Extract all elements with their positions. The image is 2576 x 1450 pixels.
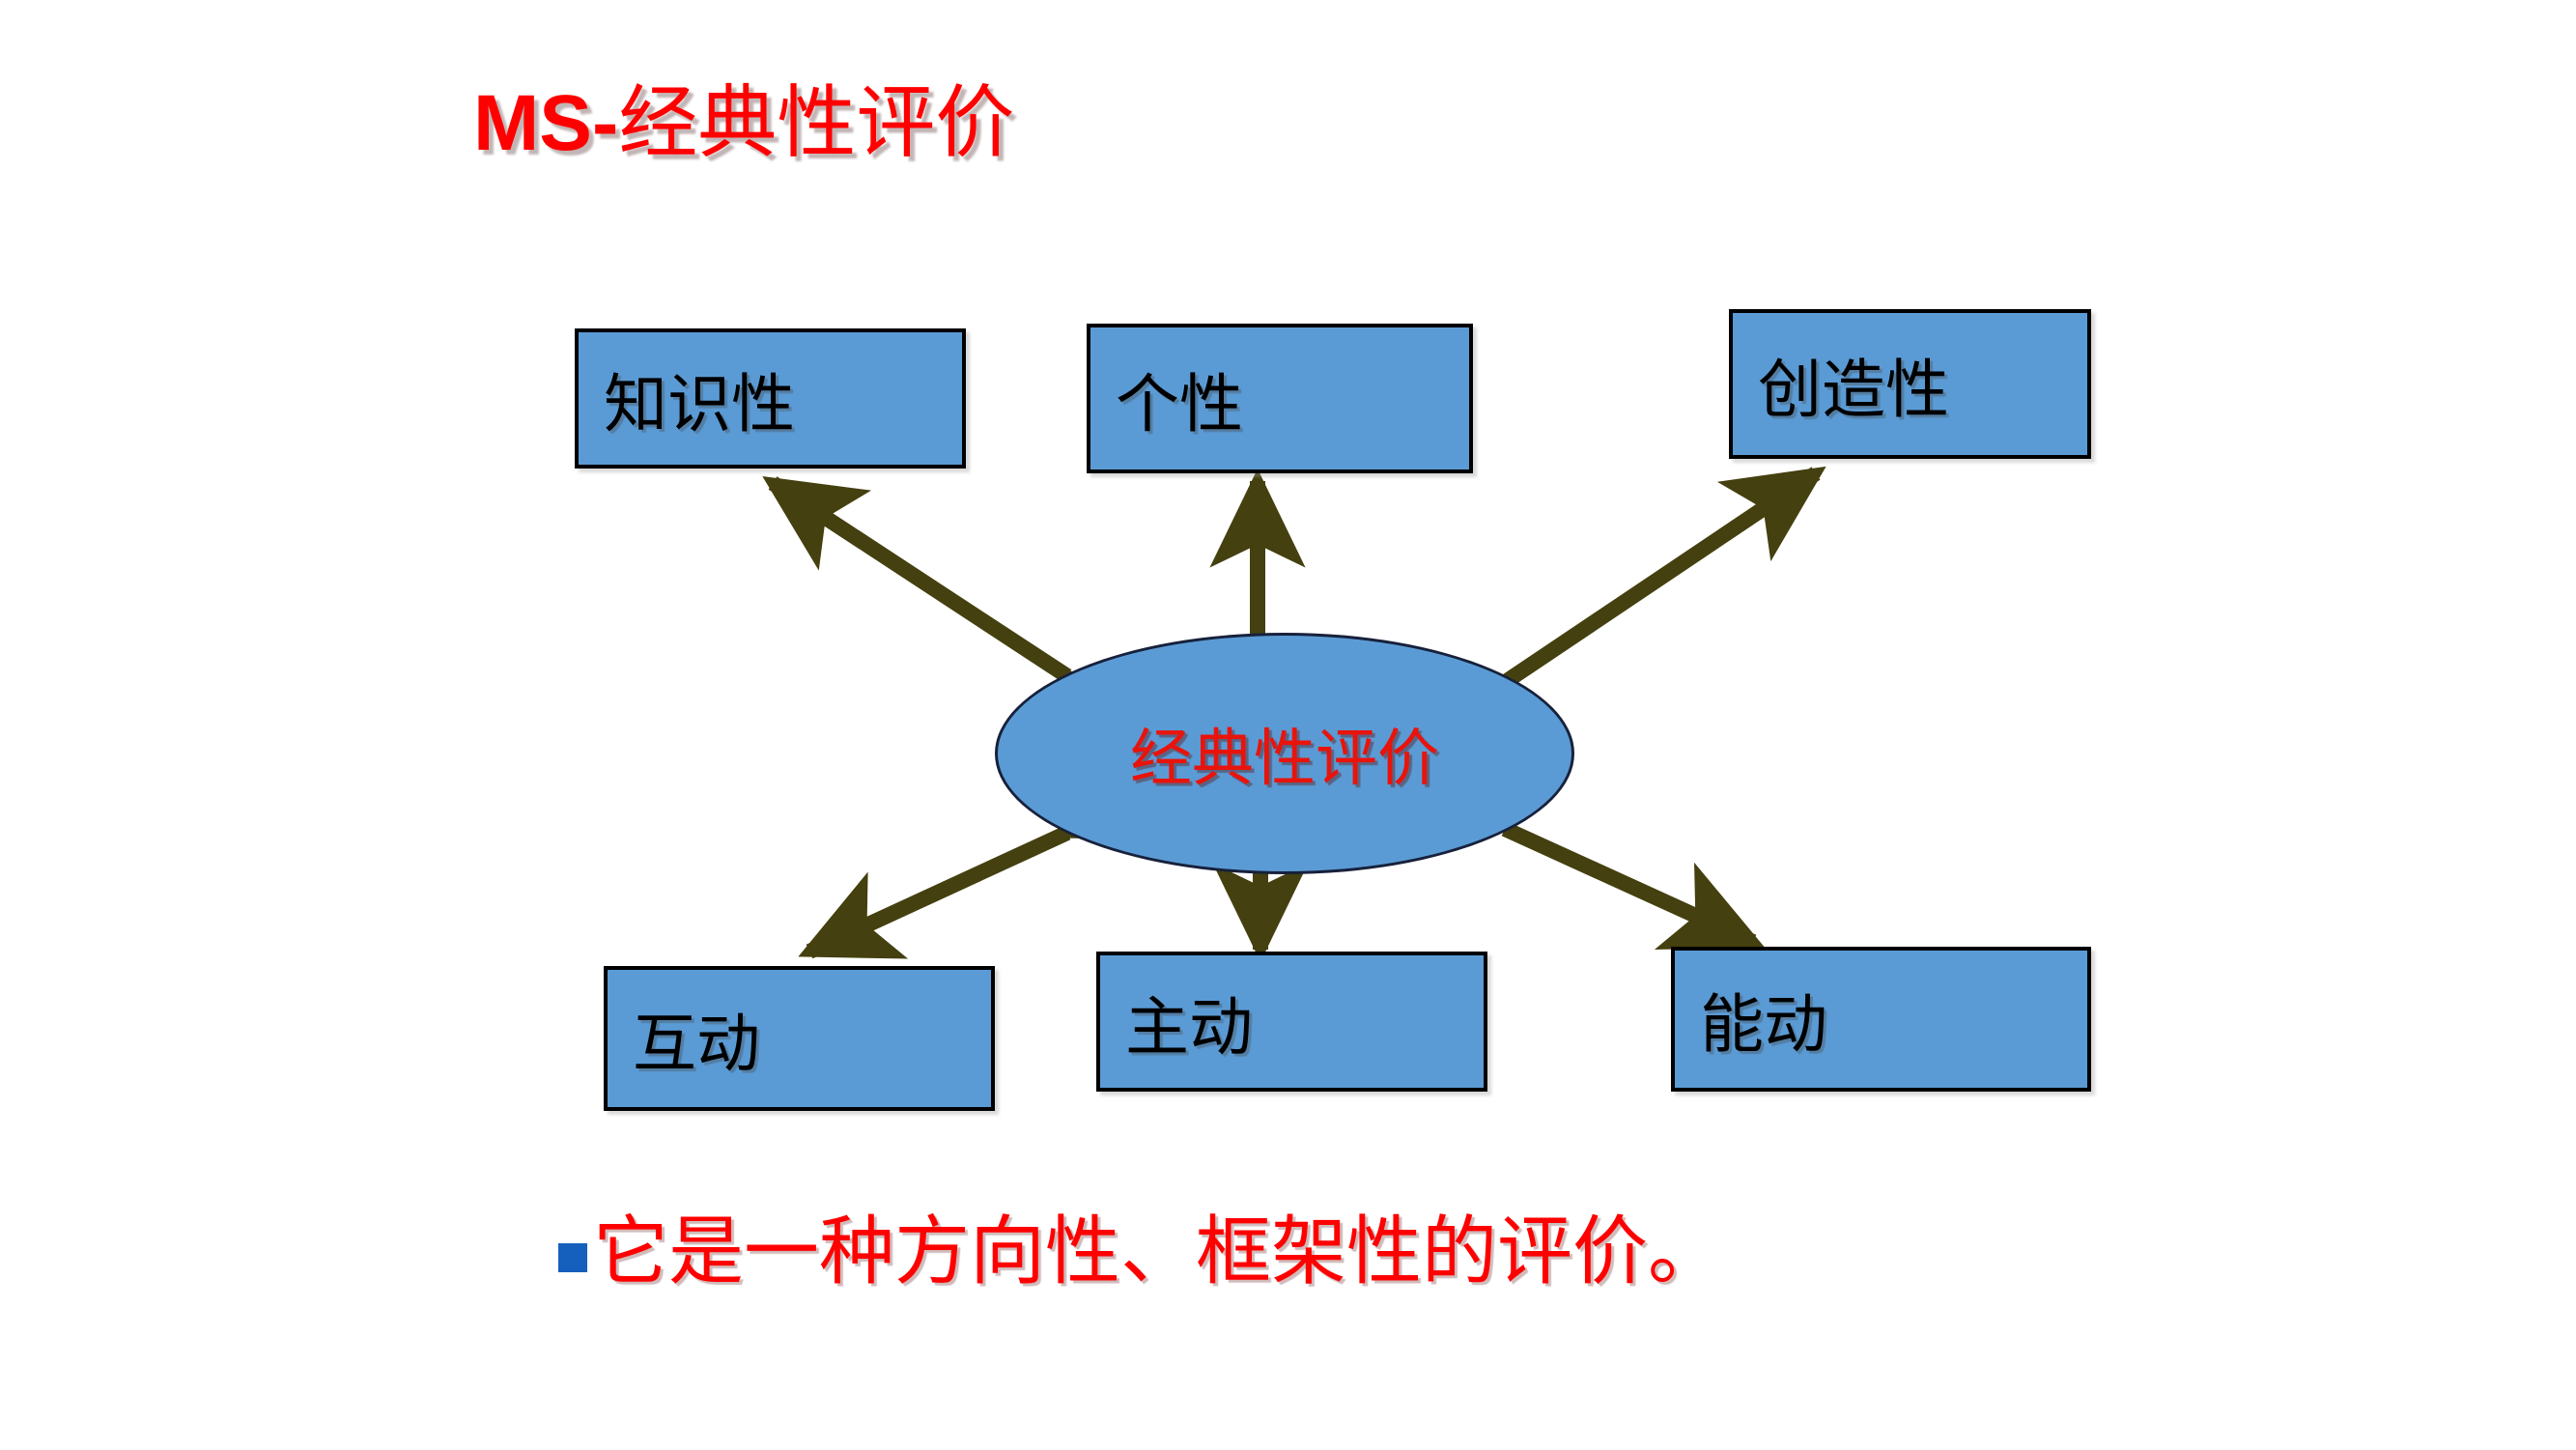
diagram-center-label: 经典性评价	[1130, 725, 1439, 793]
node-label-hudong: 互动	[633, 1009, 760, 1080]
node-label-nengdong: 能动	[1700, 990, 1827, 1061]
arrow-center-to-nengdong	[1501, 821, 1765, 951]
node-label-zhishixing: 知识性	[604, 369, 795, 441]
node-label-chuangzaoxing: 创造性	[1758, 355, 1949, 426]
node-zhishixing[interactable]: 知识性	[575, 328, 966, 469]
arrow-center-to-zhishixing	[762, 475, 1167, 764]
page-title-han: 经典性评价	[618, 79, 1015, 167]
bullet-caption: 它是一种方向性、框架性的评价。	[558, 1212, 1723, 1292]
node-label-gexing: 个性	[1116, 369, 1243, 441]
square-bullet-icon	[558, 1242, 587, 1272]
diagram-center-node[interactable]: 经典性评价	[995, 633, 1574, 874]
node-zhudong[interactable]: 主动	[1096, 952, 1487, 1092]
node-label-zhudong: 主动	[1125, 992, 1253, 1064]
node-gexing[interactable]: 个性	[1087, 324, 1473, 473]
bullet-caption-text: 它是一种方向性、框架性的评价。	[593, 1209, 1724, 1294]
arrow-center-to-hudong	[798, 753, 1167, 959]
page-title-latin: MS-	[473, 79, 619, 167]
node-chuangzaoxing[interactable]: 创造性	[1729, 309, 2091, 459]
arrow-center-to-chuangzaoxing	[1502, 466, 1826, 688]
node-nengdong[interactable]: 能动	[1671, 947, 2091, 1092]
node-hudong[interactable]: 互动	[604, 966, 995, 1111]
page-title: MS-经典性评价	[473, 79, 1015, 167]
